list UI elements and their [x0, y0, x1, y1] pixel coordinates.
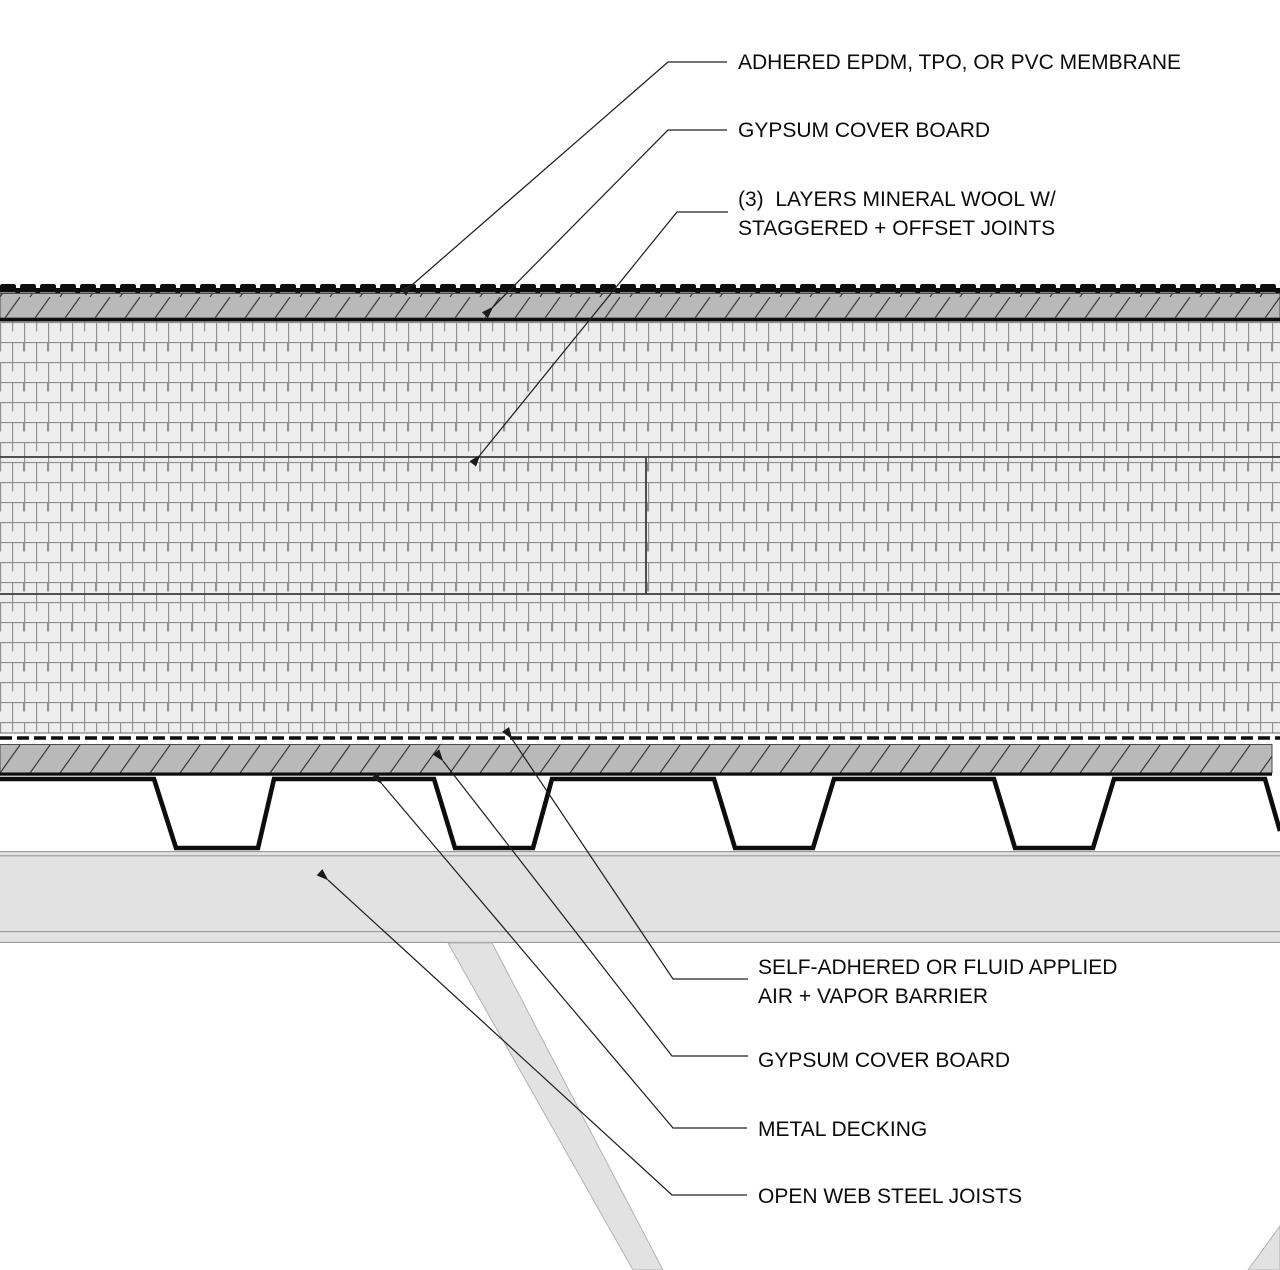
callout-gypsum-bottom: GYPSUM COVER BOARD [758, 1049, 1010, 1072]
layer-steel-joist [0, 851, 1280, 1270]
callout-vapor-barrier-line2: AIR + VAPOR BARRIER [758, 985, 988, 1008]
layer-gypsum-cover-board-top [0, 293, 1280, 322]
leader-arrow-metal-decking [371, 772, 747, 1129]
leader-arrow-vapor-barrier [502, 727, 748, 980]
callout-mineral-wool-line1: (3) LAYERS MINERAL WOOL W/ [738, 188, 1056, 211]
leader-arrow-membrane [400, 61, 727, 296]
leader-arrow-mineral-wool [469, 211, 728, 467]
joist-web-diagonal [447, 942, 664, 1270]
layer-mineral-wool [0, 321, 1280, 734]
layer-gypsum-cover-board-bottom [0, 744, 1273, 776]
leader-arrow-steel-joists [316, 869, 747, 1196]
callout-metal-decking: METAL DECKING [758, 1118, 927, 1141]
callout-mineral-wool-line2: STAGGERED + OFFSET JOINTS [738, 217, 1055, 240]
layer-metal-decking [0, 776, 1280, 851]
joist-top-chord [0, 851, 1280, 943]
leader-arrow-gypsum-top [481, 129, 727, 319]
callout-vapor-barrier-line1: SELF-ADHERED OR FLUID APPLIED [758, 956, 1117, 979]
callout-steel-joists: OPEN WEB STEEL JOISTS [758, 1185, 1022, 1208]
joist-web-diagonal-right [1247, 1225, 1280, 1270]
leader-arrow-gypsum-bottom [432, 749, 748, 1057]
callout-gypsum-top: GYPSUM COVER BOARD [738, 119, 990, 142]
callout-labels: ADHERED EPDM, TPO, OR PVC MEMBRANE GYPSU… [738, 51, 1181, 1208]
callout-membrane: ADHERED EPDM, TPO, OR PVC MEMBRANE [738, 51, 1181, 74]
leader-lines [316, 61, 748, 1196]
